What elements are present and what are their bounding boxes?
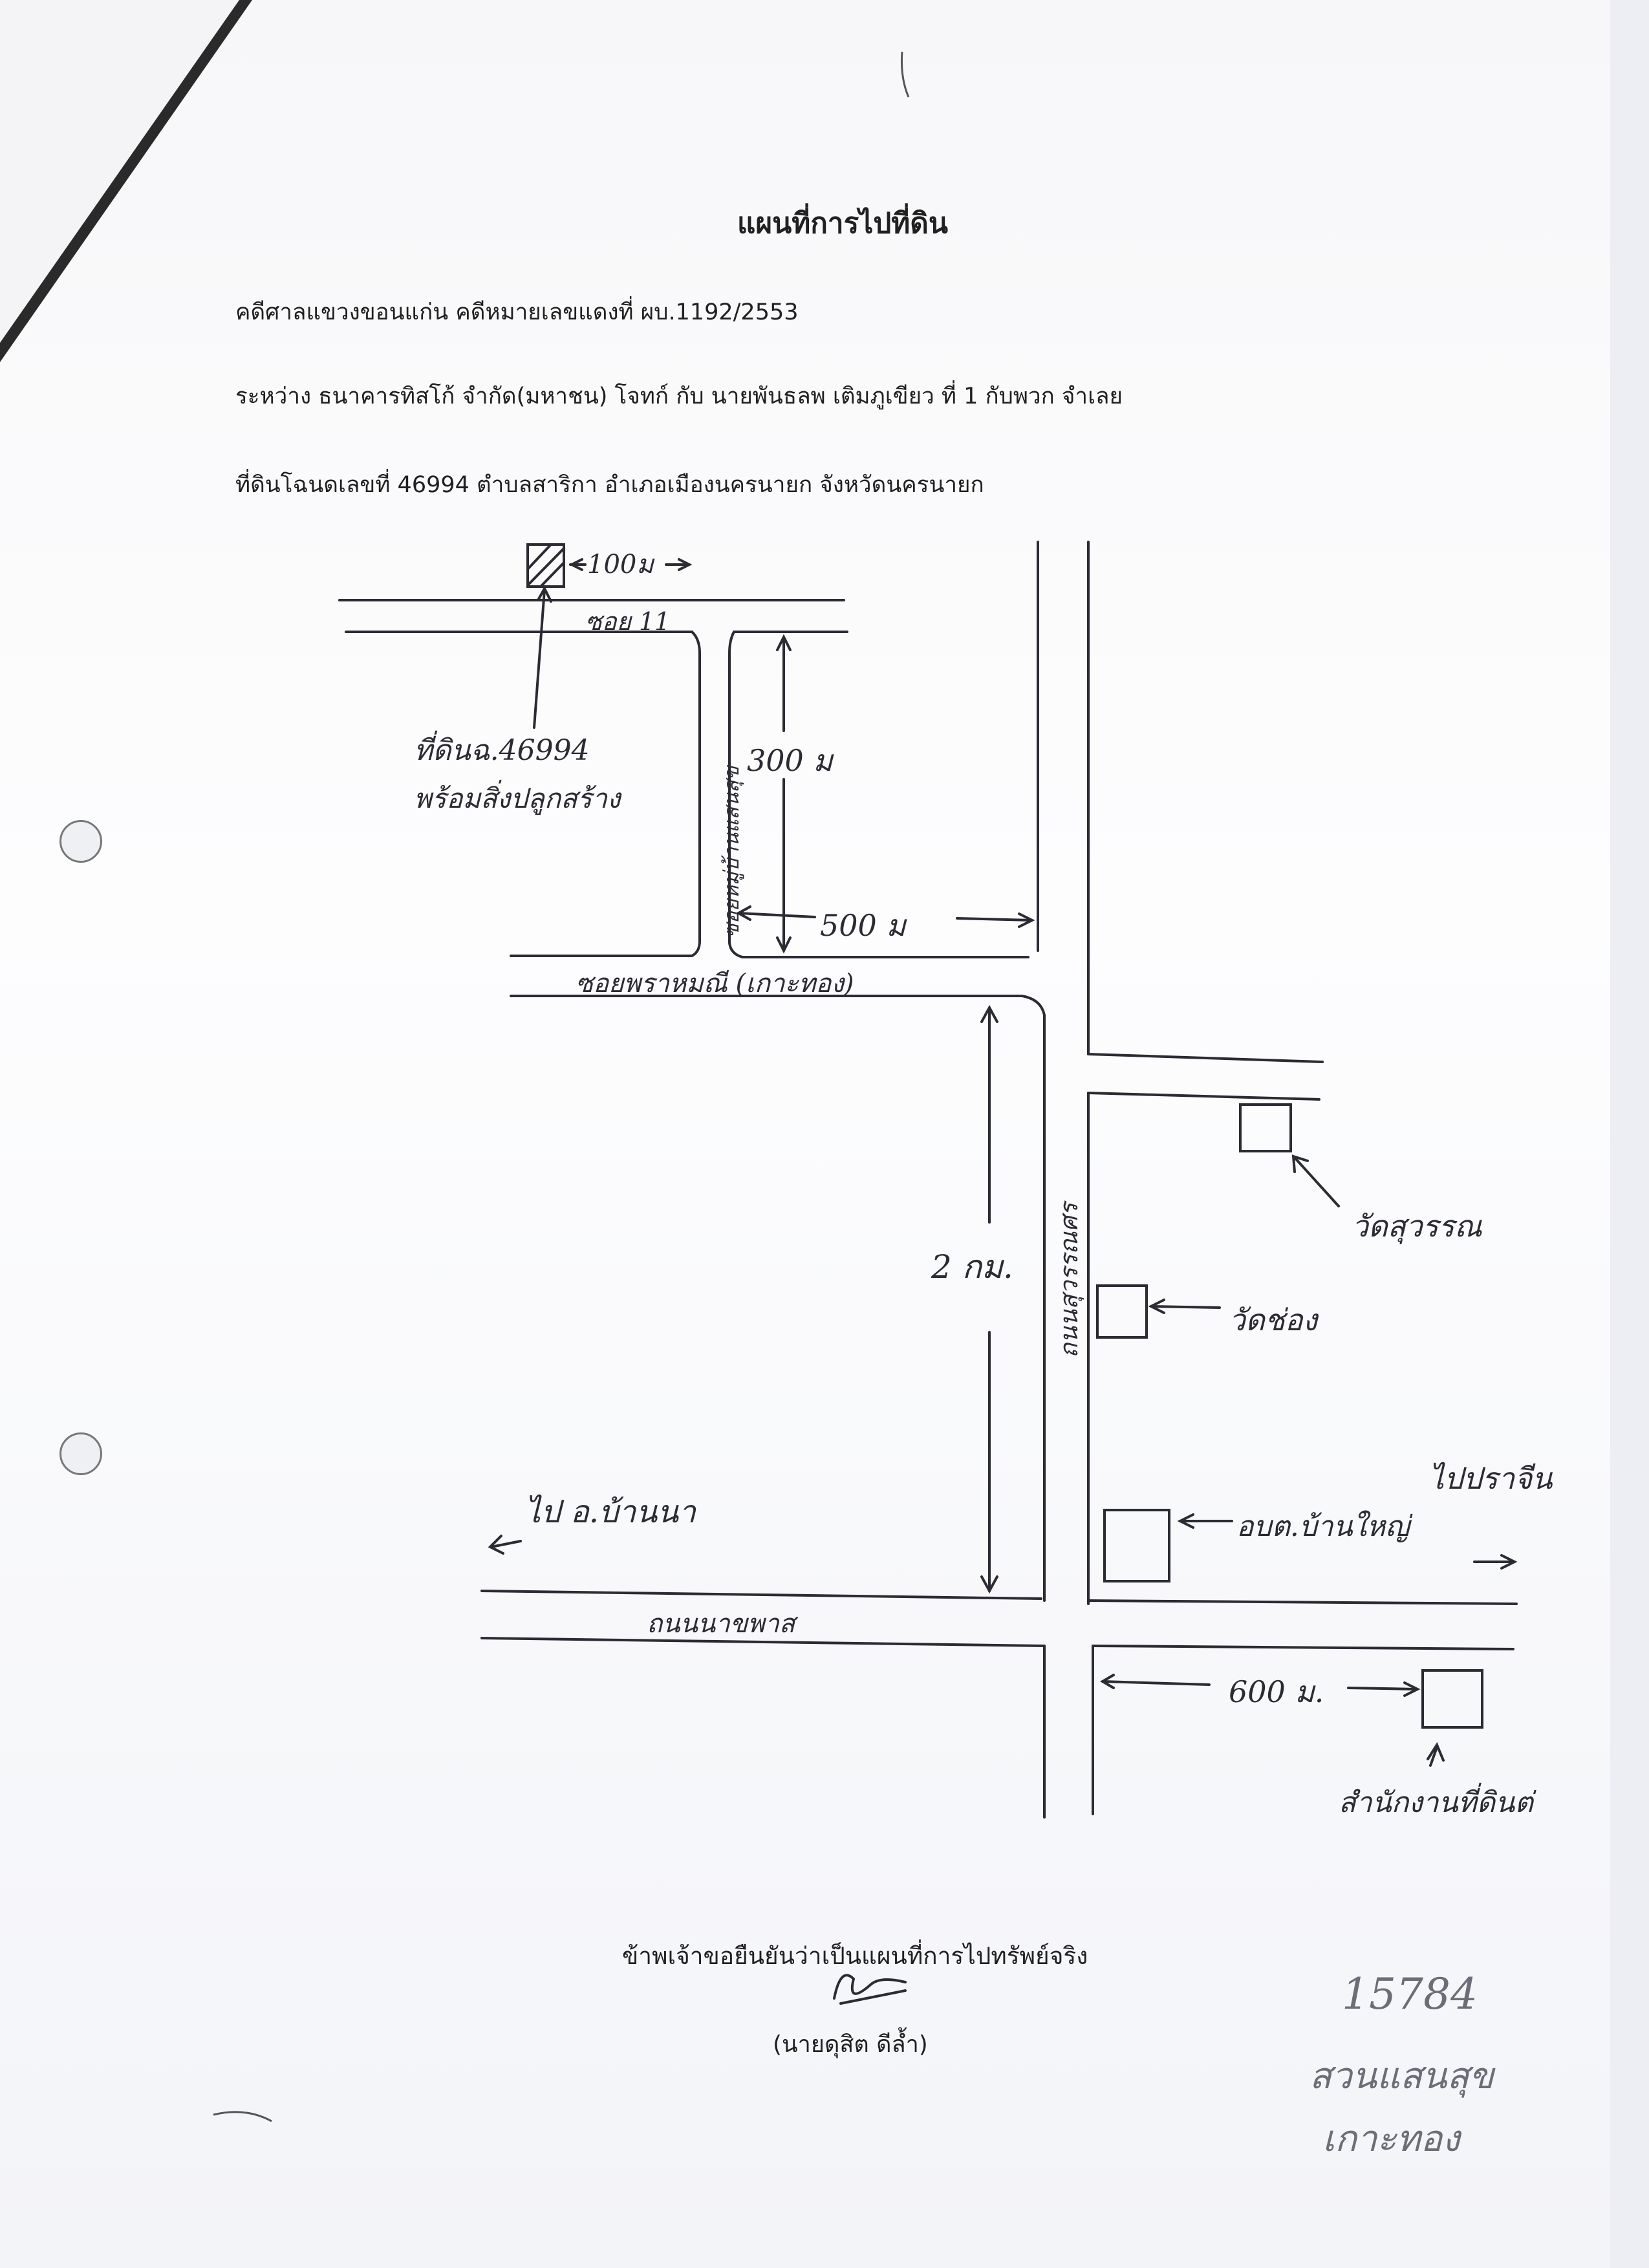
to-ban-na-label: ไป อ.บ้านนา (525, 1494, 696, 1530)
to-prachin-label: ไปปราจีน (1429, 1461, 1553, 1496)
cross-road-label: ถนนนาขพาส (647, 1609, 795, 1639)
vertical-soi-label: ซอยหมู่บ้านแสนสุข (719, 766, 744, 938)
parties-line: ระหว่าง ธนาคารทิสโก้ จำกัด(มหาชน) โจทก์ … (235, 383, 1123, 409)
page-title: แผนที่การไปที่ดิน (737, 207, 948, 240)
land-parcel-label: ที่ดินฉ.46994 (414, 734, 590, 767)
distance-500m-label: 500 ม (820, 908, 906, 943)
wat-suwan-label: วัดสุวรรณ (1352, 1209, 1482, 1244)
main-road-label: ถนนสุวรรณศร (1055, 1202, 1083, 1358)
signer-name: (นายดุสิต ดีล้ำ) (773, 2031, 928, 2058)
reference-number: 15784 (1342, 1969, 1478, 2019)
punch-hole-bottom (59, 1432, 102, 1475)
folded-corner (0, 0, 239, 343)
soi-11-label: ซอย 11 (585, 607, 671, 636)
area-note: เกาะทอง (1322, 2118, 1460, 2160)
soi-phramani-label: ซอยพราหมณี (เกาะทอง) (576, 969, 854, 999)
distance-600m-label: 600 ม. (1229, 1674, 1324, 1709)
land-office-label: สำนักงานที่ดินต่ (1339, 1786, 1533, 1819)
school-label: อบต.บ้านใหญ่ (1236, 1510, 1410, 1543)
village-note: สวนแสนสุข (1310, 2055, 1494, 2097)
distance-300m-label: 300 ม (747, 743, 833, 778)
right-edge (1610, 0, 1649, 2268)
distance-2km-label: 2 กม. (931, 1248, 1013, 1286)
punch-hole-top (59, 820, 102, 863)
land-parcel-sublabel: พร้อมสิ่งปลูกสร้าง (414, 783, 621, 814)
land-deed-line: ที่ดินโฉนดเลขที่ 46994 ตำบลสาริกา อำเภอเ… (235, 472, 984, 498)
wat-chong-label: วัดช่อง (1229, 1302, 1318, 1337)
case-number-line: คดีศาลแขวงขอนแก่น คดีหมายเลขแดงที่ ผบ.11… (235, 299, 799, 325)
distance-100m-label: 100ม (587, 550, 654, 579)
confirmation-text: ข้าพเจ้าขอยืนยันว่าเป็นแผนที่การไปทรัพย์… (622, 1942, 1088, 1970)
